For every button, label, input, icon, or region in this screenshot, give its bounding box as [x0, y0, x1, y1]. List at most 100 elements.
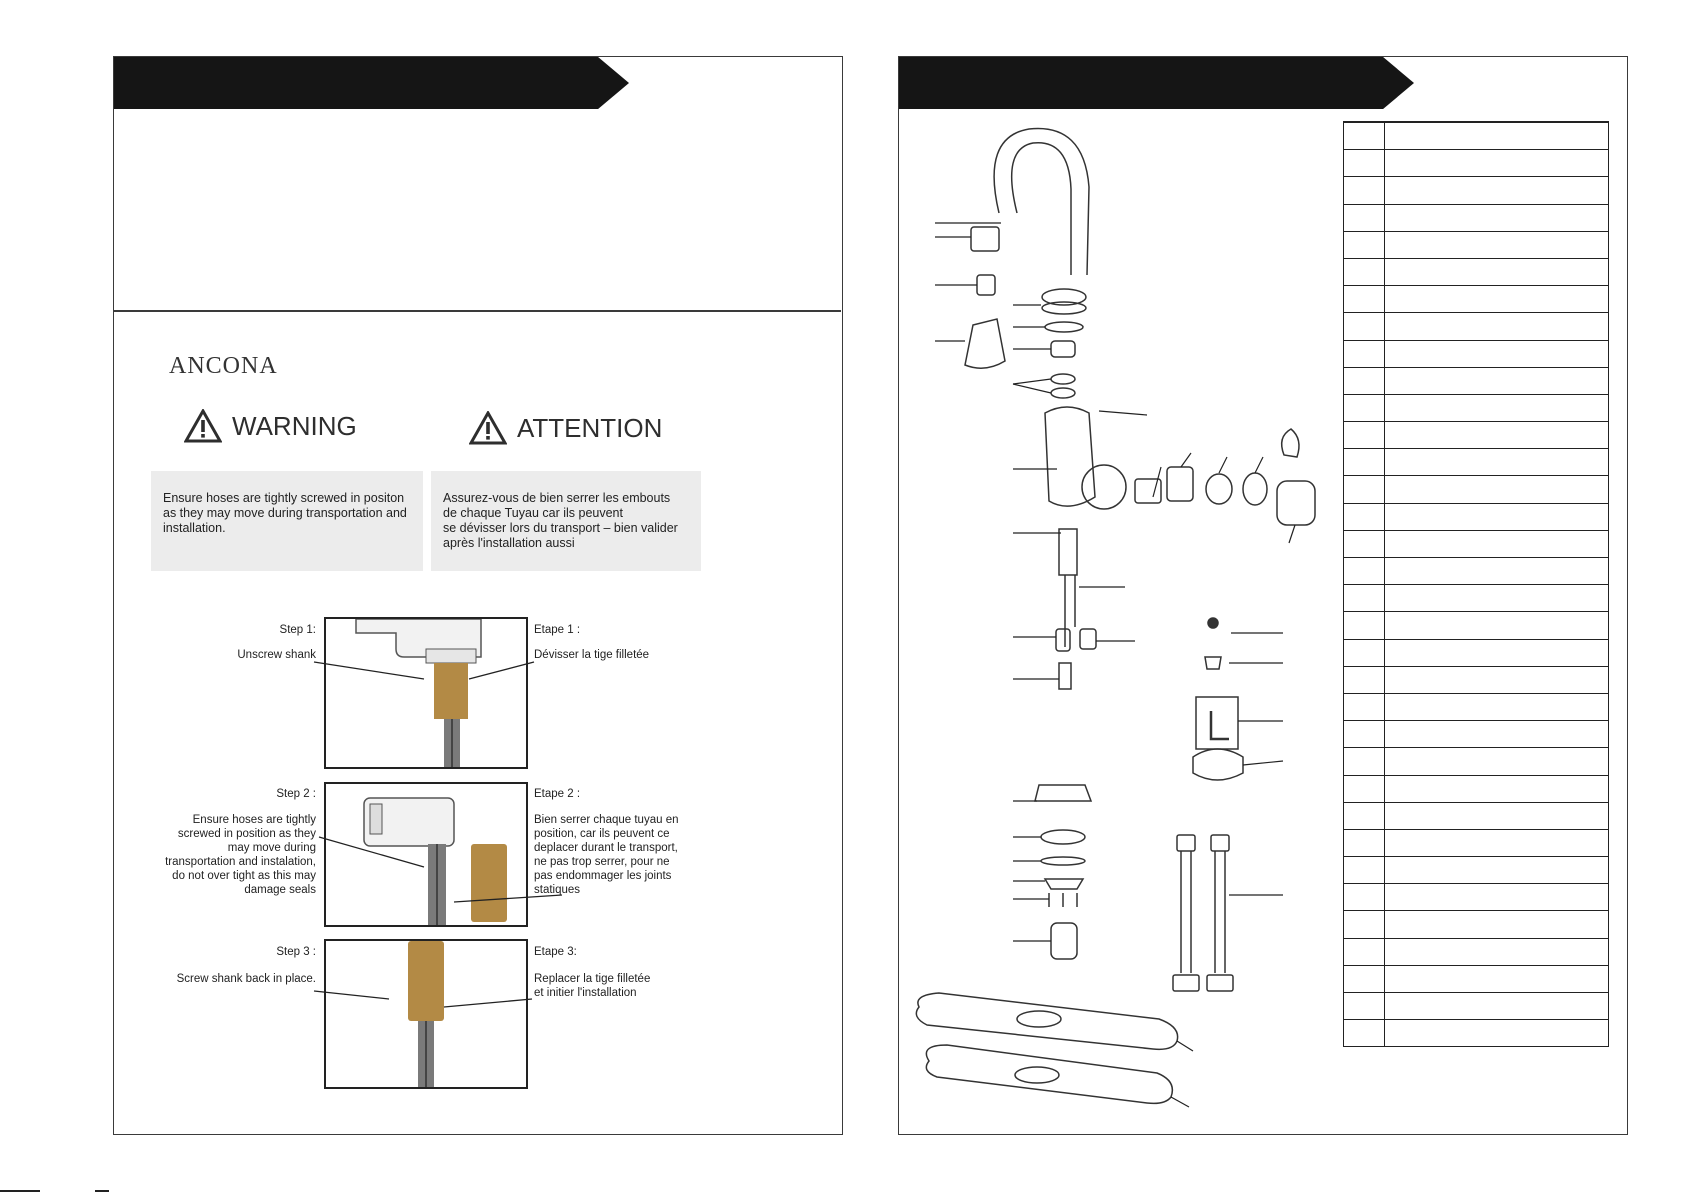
part-number-cell — [1343, 475, 1385, 504]
part-name-cell — [1384, 176, 1609, 205]
part-name-cell — [1384, 230, 1609, 259]
spout — [993, 127, 1090, 276]
parts-table-row — [1343, 883, 1609, 912]
parts-table-row — [1343, 529, 1609, 559]
part-number-cell — [1343, 556, 1385, 586]
part-name-cell — [1384, 1019, 1609, 1048]
left-section-divider — [114, 310, 841, 312]
parts-table-row — [1343, 692, 1609, 722]
spray-head — [964, 318, 1006, 369]
part-number-cell — [1343, 121, 1385, 151]
step1-text-en: Unscrew shank — [237, 649, 316, 661]
parts-table-row — [1343, 312, 1609, 341]
part-number-cell — [1343, 285, 1385, 314]
part-number-cell — [1343, 502, 1385, 531]
step2-text-fr: Bien serrer chaque tuyau en position, ca… — [534, 814, 679, 896]
spray-collar — [970, 226, 1000, 252]
parts-table-row — [1343, 257, 1609, 287]
parts-table-row — [1343, 556, 1609, 586]
part-name-cell — [1384, 393, 1609, 423]
crop-mark — [0, 1190, 40, 1192]
step3-text-en: Screw shank back in place. — [176, 973, 316, 985]
parts-table-row — [1343, 475, 1609, 504]
parts-table-row — [1343, 747, 1609, 776]
parts-table-row — [1343, 393, 1609, 423]
part-number-cell — [1343, 611, 1385, 640]
parts-table-row — [1343, 801, 1609, 830]
right-page — [898, 56, 1628, 1135]
parts-table-row — [1343, 964, 1609, 994]
part-name-cell — [1384, 203, 1609, 232]
part-name-cell — [1384, 937, 1609, 966]
part-name-cell — [1384, 556, 1609, 586]
part-number-cell — [1343, 856, 1385, 885]
part-number-cell — [1343, 964, 1385, 994]
left-page: ANCONA WARNING ATTENTION Ensure hoses ar… — [113, 56, 843, 1135]
step1-text-fr: Dévisser la tige filletée — [534, 649, 650, 661]
part-name-cell — [1384, 121, 1609, 151]
part-number-cell — [1343, 149, 1385, 178]
warning-notice-en: Ensure hoses are tightly screwed in posi… — [151, 471, 423, 571]
leader-lines-left — [313, 661, 563, 1008]
step1-label-fr: Etape 1 : — [534, 624, 581, 636]
part-name-cell — [1384, 448, 1609, 477]
part-name-cell — [1384, 692, 1609, 722]
faucet-shank-illustration — [355, 619, 482, 767]
step1-figure — [324, 617, 528, 769]
parts-table-row — [1343, 121, 1609, 151]
part-name-cell — [1384, 991, 1609, 1021]
parts-list-table — [1343, 121, 1609, 1048]
parts-table-row — [1343, 828, 1609, 858]
warning-triangle-icon — [184, 409, 222, 443]
part-number-cell — [1343, 312, 1385, 341]
part-name-cell — [1384, 285, 1609, 314]
part-number-cell — [1343, 801, 1385, 830]
part-name-cell — [1384, 665, 1609, 694]
part-number-cell — [1343, 937, 1385, 966]
part-name-cell — [1384, 339, 1609, 368]
part-number-cell — [1343, 638, 1385, 667]
parts-table-row — [1343, 856, 1609, 885]
warning-notice-fr: Assurez-vous de bien serrer les embouts … — [431, 471, 701, 571]
part-name-cell — [1384, 611, 1609, 640]
part-number-cell — [1343, 665, 1385, 694]
parts-table-row — [1343, 720, 1609, 749]
step3-text-fr: Replacer la tige filletée et initier l'i… — [534, 973, 651, 999]
part-name-cell — [1384, 475, 1609, 504]
parts-table-row — [1343, 149, 1609, 178]
part-number-cell — [1343, 991, 1385, 1021]
part-name-cell — [1384, 883, 1609, 912]
part-number-cell — [1343, 883, 1385, 912]
step2-label-fr: Etape 2 : — [534, 788, 581, 800]
parts-table-row — [1343, 285, 1609, 314]
parts-exploded-diagram — [915, 127, 1316, 1108]
part-name-cell — [1384, 257, 1609, 287]
spray-nozzle — [976, 274, 996, 296]
left-header-banner — [114, 57, 629, 109]
part-name-cell — [1384, 366, 1609, 395]
parts-table-row — [1343, 421, 1609, 450]
part-name-cell — [1384, 421, 1609, 450]
part-number-cell — [1343, 910, 1385, 939]
parts-table-row — [1343, 176, 1609, 205]
warning-title: WARNING — [232, 410, 357, 441]
attention-title: ATTENTION — [517, 412, 663, 443]
part-number-cell — [1343, 692, 1385, 722]
part-name-cell — [1384, 149, 1609, 178]
part-number-cell — [1343, 747, 1385, 776]
step3-label-en: Step 3 : — [276, 946, 316, 958]
step3-figure — [324, 939, 528, 1089]
parts-table-body — [1343, 121, 1609, 1048]
parts-table-row — [1343, 665, 1609, 694]
right-header-banner — [899, 57, 1414, 109]
part-name-cell — [1384, 638, 1609, 667]
parts-table-row — [1343, 910, 1609, 939]
parts-table-row — [1343, 502, 1609, 531]
parts-table-row — [1343, 230, 1609, 259]
step2-text-en: Ensure hoses are tightly screwed in posi… — [165, 814, 316, 896]
part-number-cell — [1343, 393, 1385, 423]
part-name-cell — [1384, 747, 1609, 776]
part-number-cell — [1343, 203, 1385, 232]
part-name-cell — [1384, 312, 1609, 341]
parts-table-row — [1343, 339, 1609, 368]
